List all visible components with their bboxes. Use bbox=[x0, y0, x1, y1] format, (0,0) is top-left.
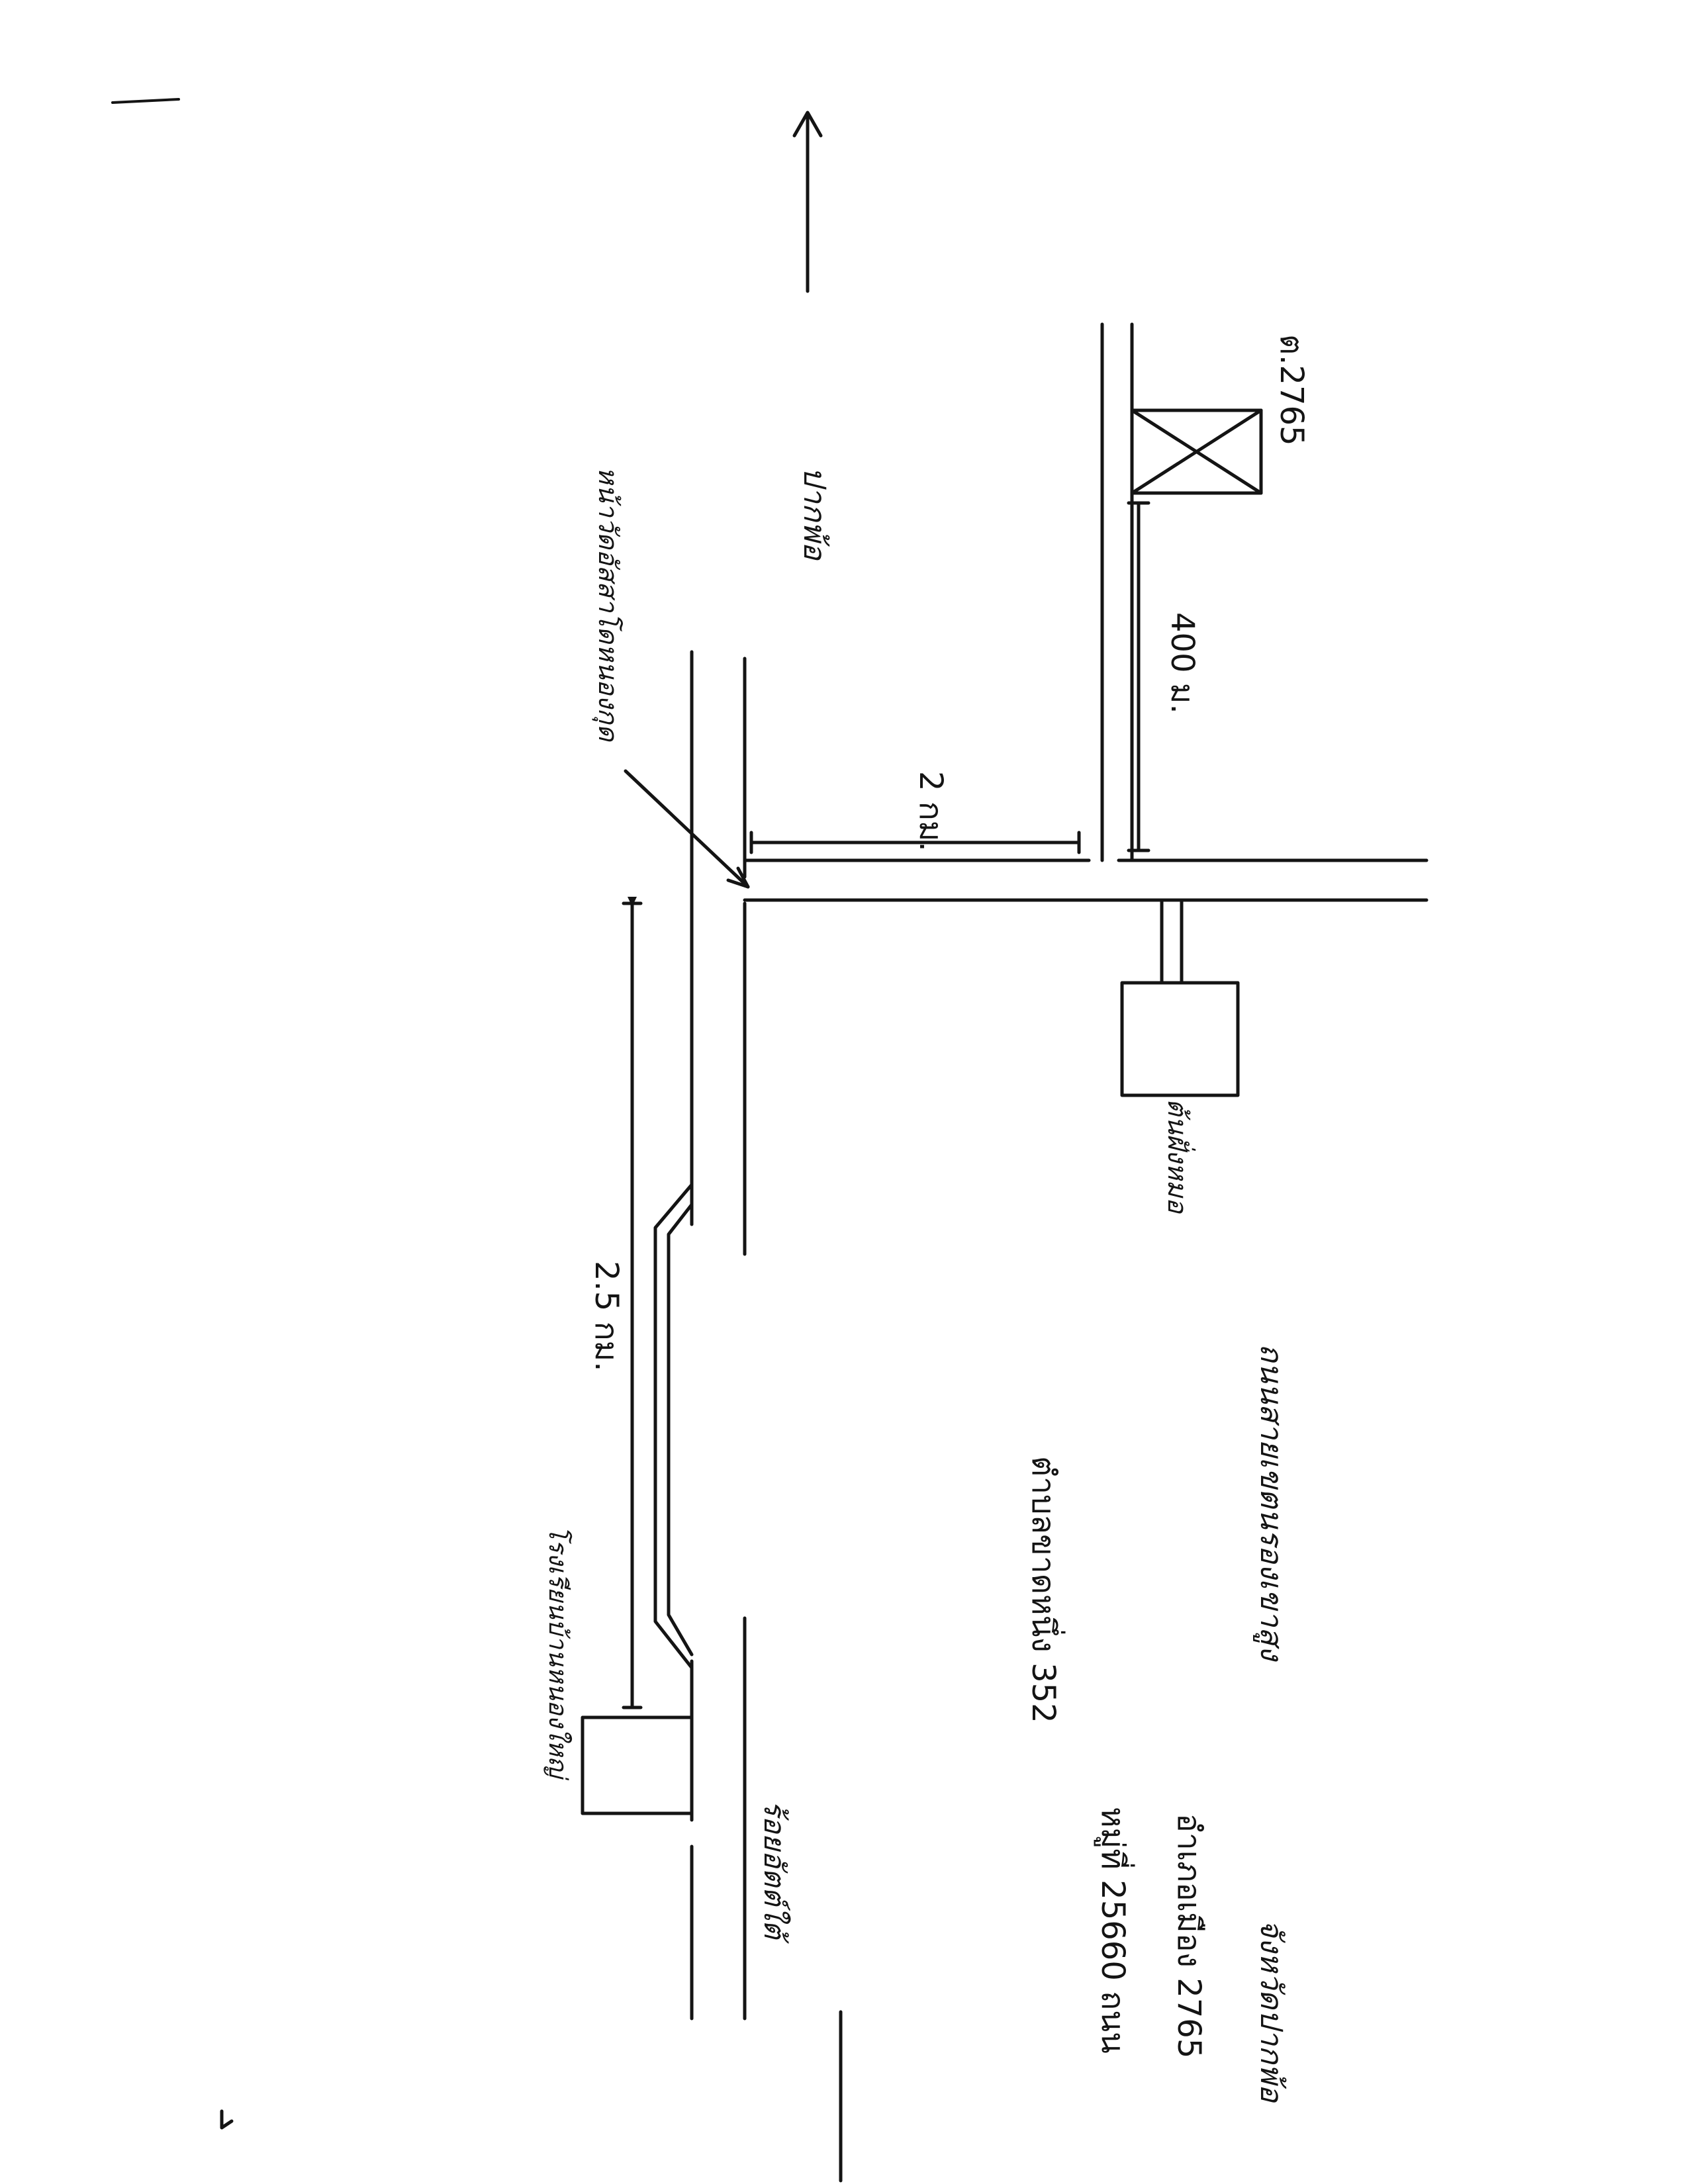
address-line-5: จังหวัดปากพ้อ bbox=[1254, 1919, 1289, 2104]
label-school-right: ต้นฝั่งหมอ bbox=[1162, 1099, 1196, 1214]
label-dist-25km: 2.5 กม. bbox=[588, 1261, 625, 1372]
left-school-building bbox=[581, 1715, 694, 1815]
main-road bbox=[690, 650, 747, 2021]
junction-arrow bbox=[624, 769, 750, 889]
address-line-1: ตำบลขาดหนึ่ง 352 bbox=[1025, 1456, 1066, 1723]
dimension-400m bbox=[1127, 501, 1150, 852]
direction-arrow-top bbox=[792, 111, 823, 293]
right-building bbox=[1120, 898, 1240, 1097]
address-line-3: ถนนสายเขตนรองเขาสูง bbox=[1253, 1343, 1289, 1662]
pen-mark bbox=[111, 98, 180, 104]
label-school-left: โรงเรียนบ้านหนองใหญ่ bbox=[543, 1525, 573, 1781]
address-line-4: อำเภอเมือง 2765 bbox=[1170, 1813, 1207, 2058]
side-road bbox=[1100, 322, 1134, 862]
label-direction-bottom: ร้อยอัตต์ใต้ bbox=[757, 1800, 791, 1944]
bypass-road bbox=[653, 1183, 694, 1670]
label-junction: หน้าวัดอัสสาโดหนองกุด bbox=[592, 467, 624, 743]
address-line-2: หมู่ที่ 25660 ถนน bbox=[1094, 1807, 1135, 2054]
label-dist-2km: 2 กม. bbox=[912, 771, 949, 852]
dimension-25km bbox=[622, 897, 643, 1709]
dimension-2km bbox=[749, 831, 1081, 854]
house-marker bbox=[1130, 408, 1263, 495]
pen-mark-bottom bbox=[220, 2109, 234, 2130]
label-house-marker: ต.2765 bbox=[1273, 334, 1310, 446]
branch-road bbox=[743, 858, 1429, 902]
label-dist-400m: 400 ม. bbox=[1164, 612, 1201, 714]
label-direction-top: ปากพ้อ bbox=[797, 467, 833, 561]
